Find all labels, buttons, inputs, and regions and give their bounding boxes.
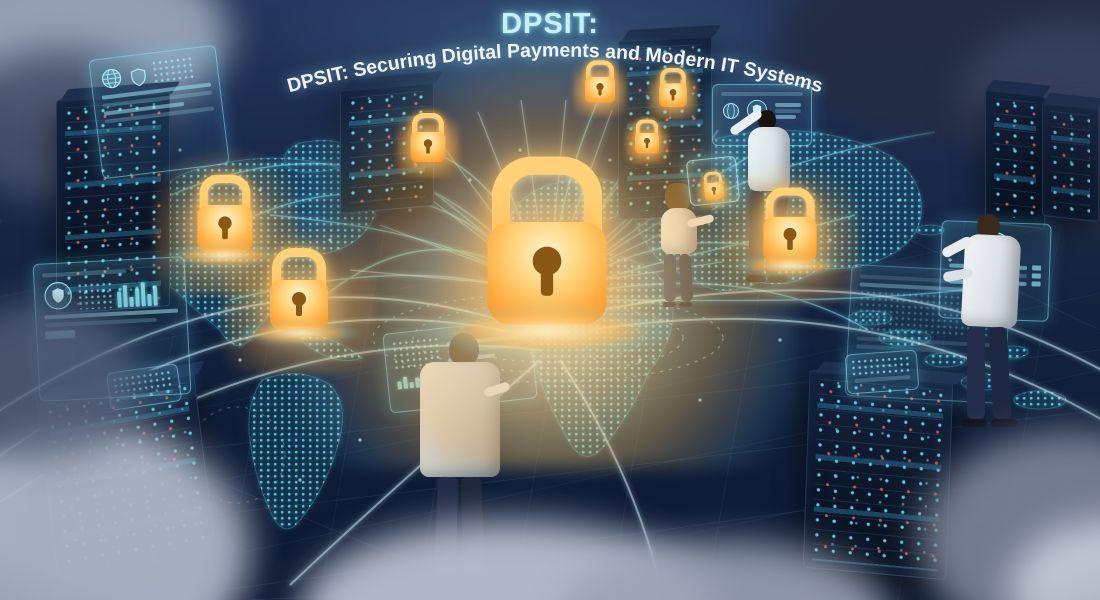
dot-matrix <box>151 56 195 86</box>
rack-leds <box>1051 110 1090 214</box>
rack-leds <box>994 97 1036 221</box>
padlock-icon <box>648 56 698 120</box>
person-shoe <box>961 419 987 427</box>
padlock-body <box>634 132 660 154</box>
person-leg <box>988 326 1012 420</box>
hologram-panel <box>844 349 920 395</box>
padlock-base-glow <box>731 253 849 278</box>
panel-line <box>854 375 911 383</box>
padlock-base-glow <box>415 304 679 358</box>
padlock-body <box>584 76 616 103</box>
padlock-body <box>659 83 687 108</box>
padlock-keyhole <box>596 83 604 91</box>
bar <box>117 291 122 308</box>
bar <box>140 282 146 307</box>
padlock-keyhole <box>644 137 650 144</box>
bar <box>122 285 128 308</box>
padlock-icon <box>396 98 460 178</box>
padlock-icon <box>223 206 375 374</box>
padlock-icon <box>720 148 860 304</box>
person-legs <box>967 326 1045 420</box>
dot-matrix <box>851 355 913 377</box>
bar <box>147 293 152 307</box>
bar-chart-icon <box>116 278 158 308</box>
globe-icon <box>101 68 122 89</box>
padlock-icon <box>296 17 798 468</box>
bar <box>134 288 140 307</box>
padlock-keyhole <box>669 88 677 96</box>
padlock-keyhole <box>783 227 797 241</box>
server-rack <box>1042 102 1099 222</box>
person <box>940 214 1045 427</box>
padlock-body <box>410 132 446 162</box>
bar <box>129 296 134 308</box>
padlock-icon <box>625 109 669 165</box>
server-rack <box>985 88 1045 230</box>
padlock-keyhole <box>292 292 306 306</box>
person-shoe <box>991 419 1017 427</box>
person-leg <box>967 327 985 419</box>
dot-matrix <box>77 281 113 310</box>
padlock-icon <box>572 47 628 117</box>
padlock-keyhole <box>532 246 562 276</box>
shield-icon <box>130 68 146 87</box>
panel-line <box>42 269 127 278</box>
page-title: DPSIT: <box>501 8 599 40</box>
person-torso <box>960 233 1022 329</box>
padlock-base-glow <box>235 320 363 346</box>
padlock-keyhole <box>423 139 433 148</box>
